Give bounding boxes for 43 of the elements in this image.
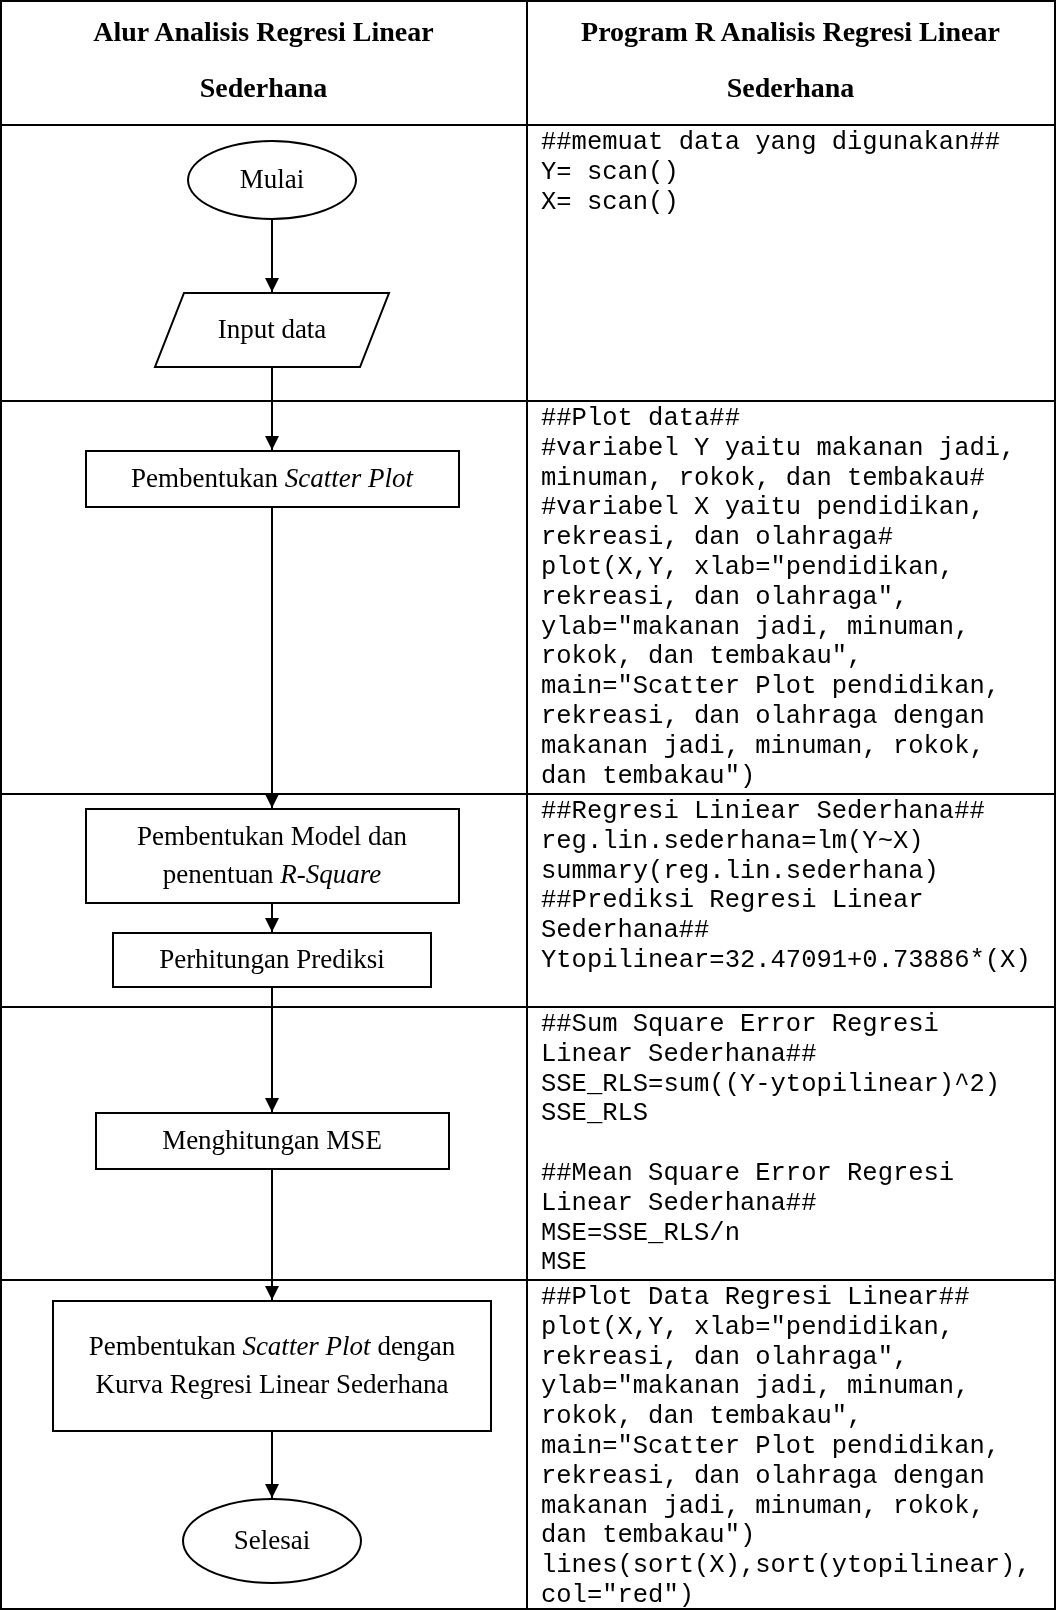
arrow	[265, 903, 279, 933]
step-label: Selesai	[232, 1524, 312, 1558]
code-line: ##Sum Square Error Regresi Linear Sederhana##	[541, 1010, 940, 1070]
code-line: ##Mean Square Error Regresi Linear Sederhana##	[541, 1159, 956, 1219]
step-label: Mulai	[238, 163, 306, 197]
code-line: SSE_RLS	[541, 1099, 650, 1130]
code-line: main="Scatter Plot pendidikan, rekreasi, dan olahraga dengan makanan jadi, minuman, rokok, dan tembakau")	[541, 1432, 1002, 1552]
code-line: reg.lin.sederhana=lm(Y~X)	[541, 826, 925, 857]
arrow	[265, 1431, 279, 1499]
code-line: SSE_RLS=sum((Y-ytopilinear)^2)	[541, 1069, 1002, 1100]
code-line: summary(reg.lin.sederhana)	[541, 856, 940, 887]
code-line: main="Scatter Plot pendidikan, rekreasi, dan olahraga dengan makanan jadi, minuman, rokok, dan tembakau")	[541, 672, 1002, 792]
input-parallelogram	[154, 292, 390, 368]
process-box	[94, 1112, 450, 1170]
code-line: ##Regresi Liniear Sederhana##	[541, 797, 986, 827]
step-label: Perhitungan Prediksi	[158, 943, 386, 977]
code-line: Ytopilinear=32.47091+0.73886*(X)	[541, 946, 1031, 976]
step-label: Pembentukan Scatter Plot dengan Kurva Regresi Linear Sederhana	[87, 1330, 457, 1401]
step-label: Pembentukan Scatter Plot	[130, 462, 415, 496]
code-line: ##Prediksi Regresi Linear Sederhana##	[541, 886, 925, 946]
process-box	[112, 932, 432, 988]
step-label: Pembentukan Model dan penentuan R-Square	[136, 820, 408, 891]
code-line: ##Plot data##	[541, 404, 741, 434]
code-line: MSE=SSE_RLS/n	[541, 1218, 741, 1249]
code-line: #variabel Y yaitu makanan jadi, minuman, rokok, dan tembakau#	[541, 433, 1017, 494]
code-line: MSE	[541, 1248, 588, 1279]
process-box	[84, 450, 460, 508]
column-header: Program R Analisis Regresi Linear Sederhana	[580, 15, 1001, 105]
code-line: ##Plot Data Regresi Linear##	[541, 1283, 971, 1313]
code-line: lines(sort(X),sort(ytopilinear), col="red")	[541, 1551, 1031, 1610]
process-box	[52, 1300, 492, 1432]
process-box	[84, 808, 460, 904]
step-label: Menghitungan MSE	[161, 1124, 383, 1158]
arrow	[265, 367, 279, 451]
code-line: Y= scan()	[541, 157, 680, 188]
arrow	[265, 219, 279, 293]
code-line: X= scan()	[541, 187, 680, 218]
arrow	[265, 987, 279, 1113]
step-label: Input data	[216, 313, 328, 347]
arrow	[265, 1169, 279, 1301]
column-header: Alur Analisis Regresi Linear Sederhana	[92, 15, 435, 105]
arrow	[265, 507, 279, 809]
code-line: ##memuat data yang digunakan##	[541, 128, 1002, 158]
